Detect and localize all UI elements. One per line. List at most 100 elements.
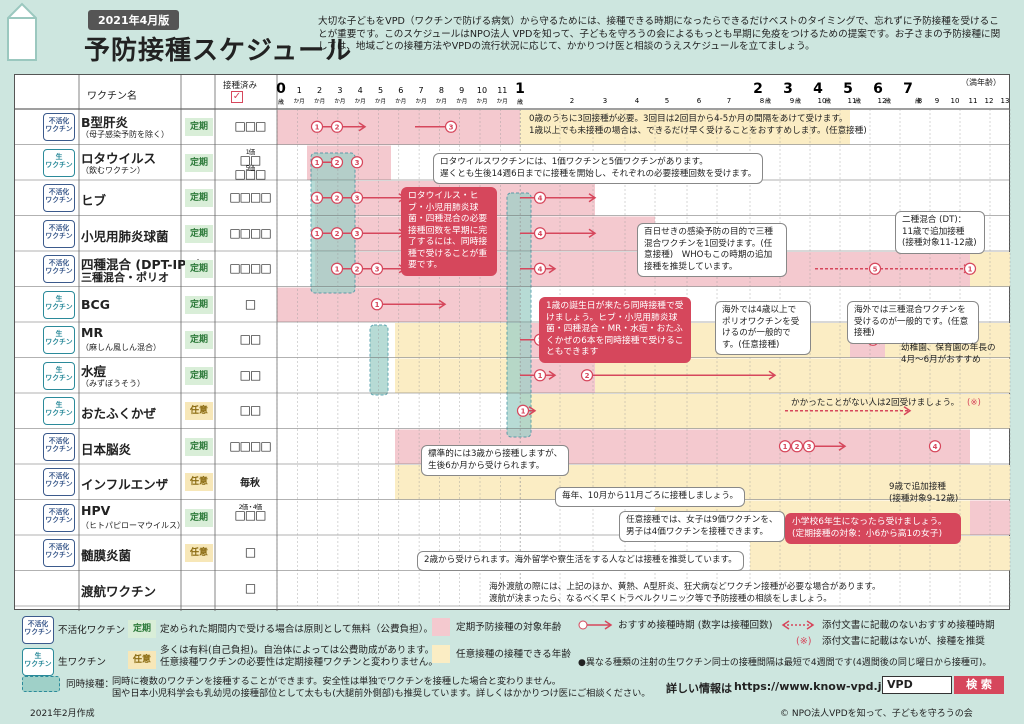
dose-marker	[868, 262, 882, 275]
dose-marker	[778, 440, 792, 453]
vaccine-subname: （ヒトパピローマウイルス）	[81, 520, 185, 530]
vaccine-kind-tag: 定期	[185, 508, 213, 527]
arrow-head-icon	[588, 228, 597, 238]
vaccine-kind-tag: 定期	[185, 260, 213, 278]
age-unit: か月	[476, 98, 487, 105]
arrow-head-icon	[528, 406, 537, 416]
age-label-month: 4	[358, 86, 363, 95]
done-checkboxes[interactable]: □	[244, 580, 256, 595]
done-checkboxes[interactable]: □□	[239, 367, 262, 382]
vaccine-kind-tag: 定期	[185, 295, 213, 314]
vaccine-column-header: ワクチン名	[87, 91, 137, 102]
note-bubble: 1歳の誕生日が来たら同時接種で受けましょう。ヒブ・小児用肺炎球菌・四種混合・MR…	[539, 297, 691, 363]
made-date: 2021年2月作成	[30, 709, 95, 719]
vaccine-type-icon: 生 ワクチン	[43, 148, 75, 177]
legend-inactive: 不活化ワクチン	[58, 625, 126, 636]
legend-mark: (※)	[796, 636, 812, 647]
done-checkboxes[interactable]: □□	[239, 152, 262, 167]
mumps-mark: (※)	[967, 398, 981, 408]
age-label-month: 6	[697, 97, 702, 105]
vaccine-name: おたふくかぜ	[81, 406, 157, 421]
age-label-year: 5	[843, 81, 853, 97]
note-bubble: 幼稚園、保育園の年長の 4月〜6月がおすすめ	[901, 343, 996, 365]
legend-teiki-tag: 定期	[128, 620, 156, 638]
arrow-head-icon	[768, 370, 777, 380]
simul-column	[506, 192, 532, 438]
age-label-month: 1	[297, 86, 302, 95]
dose-marker	[310, 120, 324, 133]
age-label-month: 7	[727, 97, 731, 105]
age-label-year: 10	[951, 97, 960, 105]
vaccine-type-icon: 生 ワクチン	[43, 326, 75, 354]
search-button[interactable]: 検 索	[954, 676, 1004, 694]
vaccine-subname: （麻しん風しん混合）	[81, 343, 161, 352]
age-range-band	[395, 358, 520, 393]
age-label-year: 7	[903, 81, 913, 97]
done-checkboxes[interactable]: □□	[239, 403, 262, 417]
yellow-swatch	[432, 645, 450, 663]
age-unit: か月	[497, 98, 508, 105]
age-unit: 歳	[517, 98, 523, 106]
vaccine-name: 水痘	[81, 363, 107, 379]
dose-number: 2	[335, 159, 340, 167]
vaccine-name: 小児用肺炎球菌	[81, 228, 169, 244]
note-bubble: 海外渡航の際には、上記のほか、黄熱、A型肝炎、狂犬病などワクチン接種が必要な場合…	[489, 582, 881, 604]
vaccine-name: B型肝炎	[81, 115, 129, 130]
dose-number: 3	[375, 265, 380, 273]
age-unit: 歳	[278, 98, 284, 106]
vaccine-type-icon: 不活化 ワクチン	[43, 432, 75, 461]
age-label-0: 0	[276, 81, 286, 97]
search-input[interactable]: VPD	[882, 676, 952, 694]
legend-yellow: 任意接種の接種できる年齢	[456, 649, 571, 660]
vaccine-kind-tag: 定期	[185, 153, 213, 172]
age-unit: 歳	[825, 97, 831, 105]
dose-number: 1	[783, 443, 788, 451]
age-label-month: 3	[603, 97, 607, 105]
vaccine-type-icon: 不活化 ワクチン	[43, 184, 75, 212]
vaccine-name: 日本脳炎	[81, 441, 132, 457]
dose-number: 3	[355, 230, 360, 238]
arrow-head-icon	[548, 370, 557, 380]
age-unit: か月	[334, 98, 345, 105]
arrow-head-icon	[838, 441, 847, 451]
dose-number: 1	[315, 230, 320, 238]
arrow-head-icon	[903, 406, 912, 416]
dose-number: 4	[538, 265, 543, 273]
dose-marker	[963, 262, 977, 275]
vaccine-subname: （みずぼうそう）	[81, 378, 145, 388]
page-title: 予防接種スケジュール	[84, 36, 353, 66]
done-checkboxes[interactable]: □	[244, 545, 256, 559]
done-checkboxes[interactable]: □□□□	[229, 225, 271, 240]
done-checkboxes[interactable]: □□□□	[229, 261, 271, 275]
done-checkboxes[interactable]: □□□	[234, 166, 266, 181]
dose-number: 1	[335, 265, 340, 273]
intro-text: 大切な子どもをVPD（ワクチンで防げる病気）から守るためには、接種できる時期にな…	[318, 16, 1001, 52]
vaccine-kind-tag: 定期	[185, 189, 213, 207]
done-checkboxes[interactable]: □□□	[234, 119, 266, 133]
dose-number: 2	[355, 265, 360, 273]
note-bubble: 小学校6年生になったら受けましょう。 (定期接種の対象：小6から高1の女子)	[785, 513, 961, 544]
vaccine-name: MR	[81, 325, 104, 340]
dose-number: 2	[585, 372, 590, 380]
age-label-year: 13	[1001, 97, 1010, 105]
dose-number: 3	[355, 194, 360, 202]
done-checkboxes[interactable]: □□□□	[229, 438, 271, 453]
done-checkboxes[interactable]: □□	[239, 332, 262, 346]
age-unit: 歳	[915, 97, 921, 105]
simul-swatch	[22, 676, 60, 692]
age-note: （満年齢）	[961, 78, 1001, 87]
legend-rec2: 添付文書に記載のないおすすめ接種時期	[822, 620, 995, 631]
legend-rec: おすすめ接種時期 (数字は接種回数)	[618, 620, 773, 631]
note-bubble: かかったことがない人は2回受けましょう。	[791, 398, 960, 408]
done-checkboxes[interactable]: □□□	[234, 507, 266, 522]
age-label-year: 2	[753, 81, 763, 97]
vaccine-subname: 三種混合・ポリオ	[81, 271, 169, 284]
age-label-month: 7	[419, 86, 424, 95]
done-checkboxes[interactable]: 毎秋	[240, 478, 260, 489]
info-url[interactable]: https://www.know-vpd.jp/	[734, 680, 894, 693]
done-checkboxes[interactable]: □	[244, 296, 256, 311]
legend-nin: 多くは有料(自己負担)。自治体によっては公費助成があります。 任意接種ワクチンの…	[160, 645, 438, 668]
age-unit: か月	[314, 98, 325, 105]
done-checkboxes[interactable]: □□□□	[229, 190, 271, 204]
